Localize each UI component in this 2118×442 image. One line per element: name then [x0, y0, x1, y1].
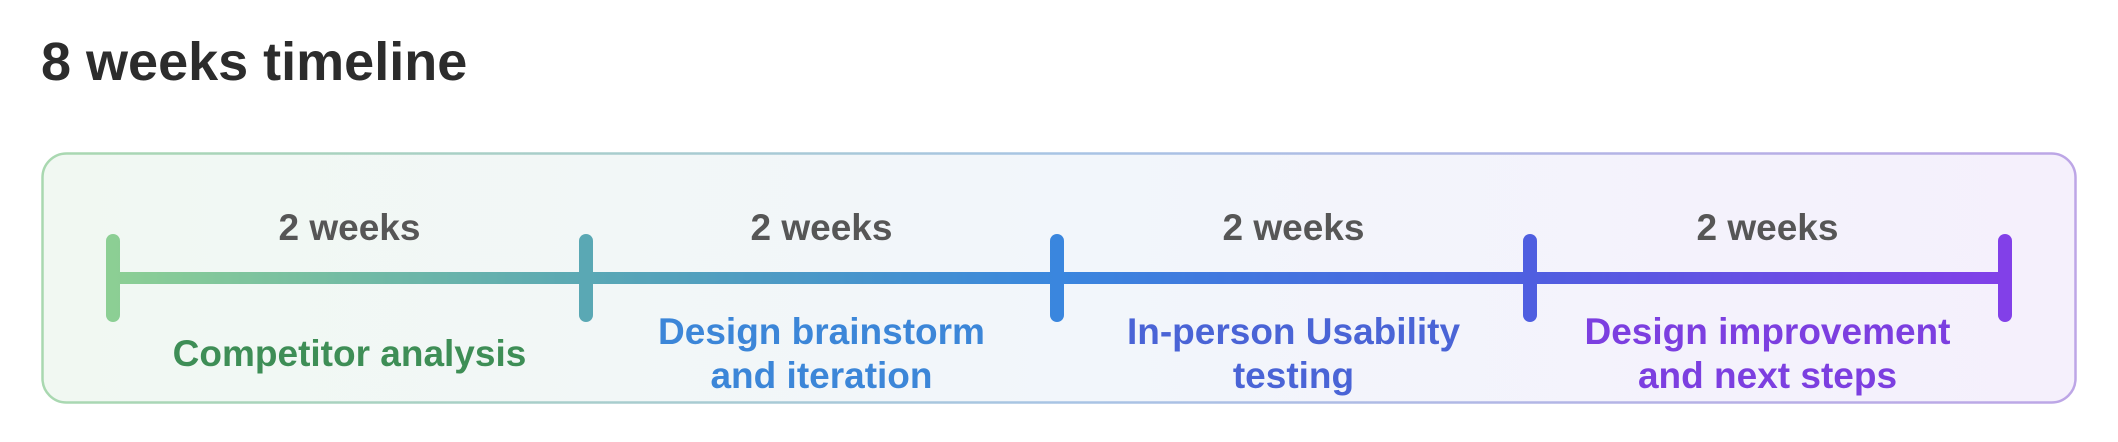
phase-duration-1: 2 weeks	[278, 207, 421, 248]
phase-label-1: Competitor analysis	[140, 332, 560, 376]
phase-label-line: Design brainstorm	[658, 311, 985, 352]
phase-duration-3: 2 weeks	[1222, 207, 1365, 248]
phase-label-line: testing	[1232, 355, 1355, 396]
phase-duration-4: 2 weeks	[1696, 207, 1839, 248]
timeline-line	[106, 234, 2012, 322]
phase-label-line: and iteration	[710, 355, 933, 396]
phase-label-line: In-person Usability	[1126, 311, 1461, 352]
timeline-svg	[41, 152, 2077, 404]
phase-duration-2: 2 weeks	[750, 207, 893, 248]
phase-label-line: Design improvement	[1584, 311, 1951, 352]
page-title: 8 weeks timeline	[41, 32, 468, 92]
phase-label-line: Competitor analysis	[172, 333, 527, 374]
phase-label-line: and next steps	[1637, 355, 1898, 396]
